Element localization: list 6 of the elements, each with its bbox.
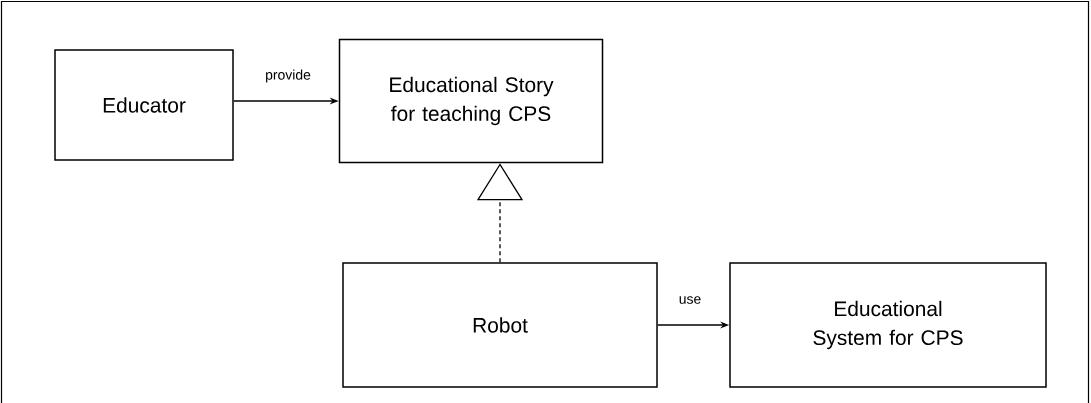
box: Educational Story for teaching CPS (338, 38, 604, 164)
box: Educator (54, 49, 234, 161)
edge-label: provide (264, 68, 312, 84)
box: Robot (342, 262, 658, 388)
edge-label: use (677, 295, 703, 305)
box: Educational System for CPS (729, 262, 1047, 388)
